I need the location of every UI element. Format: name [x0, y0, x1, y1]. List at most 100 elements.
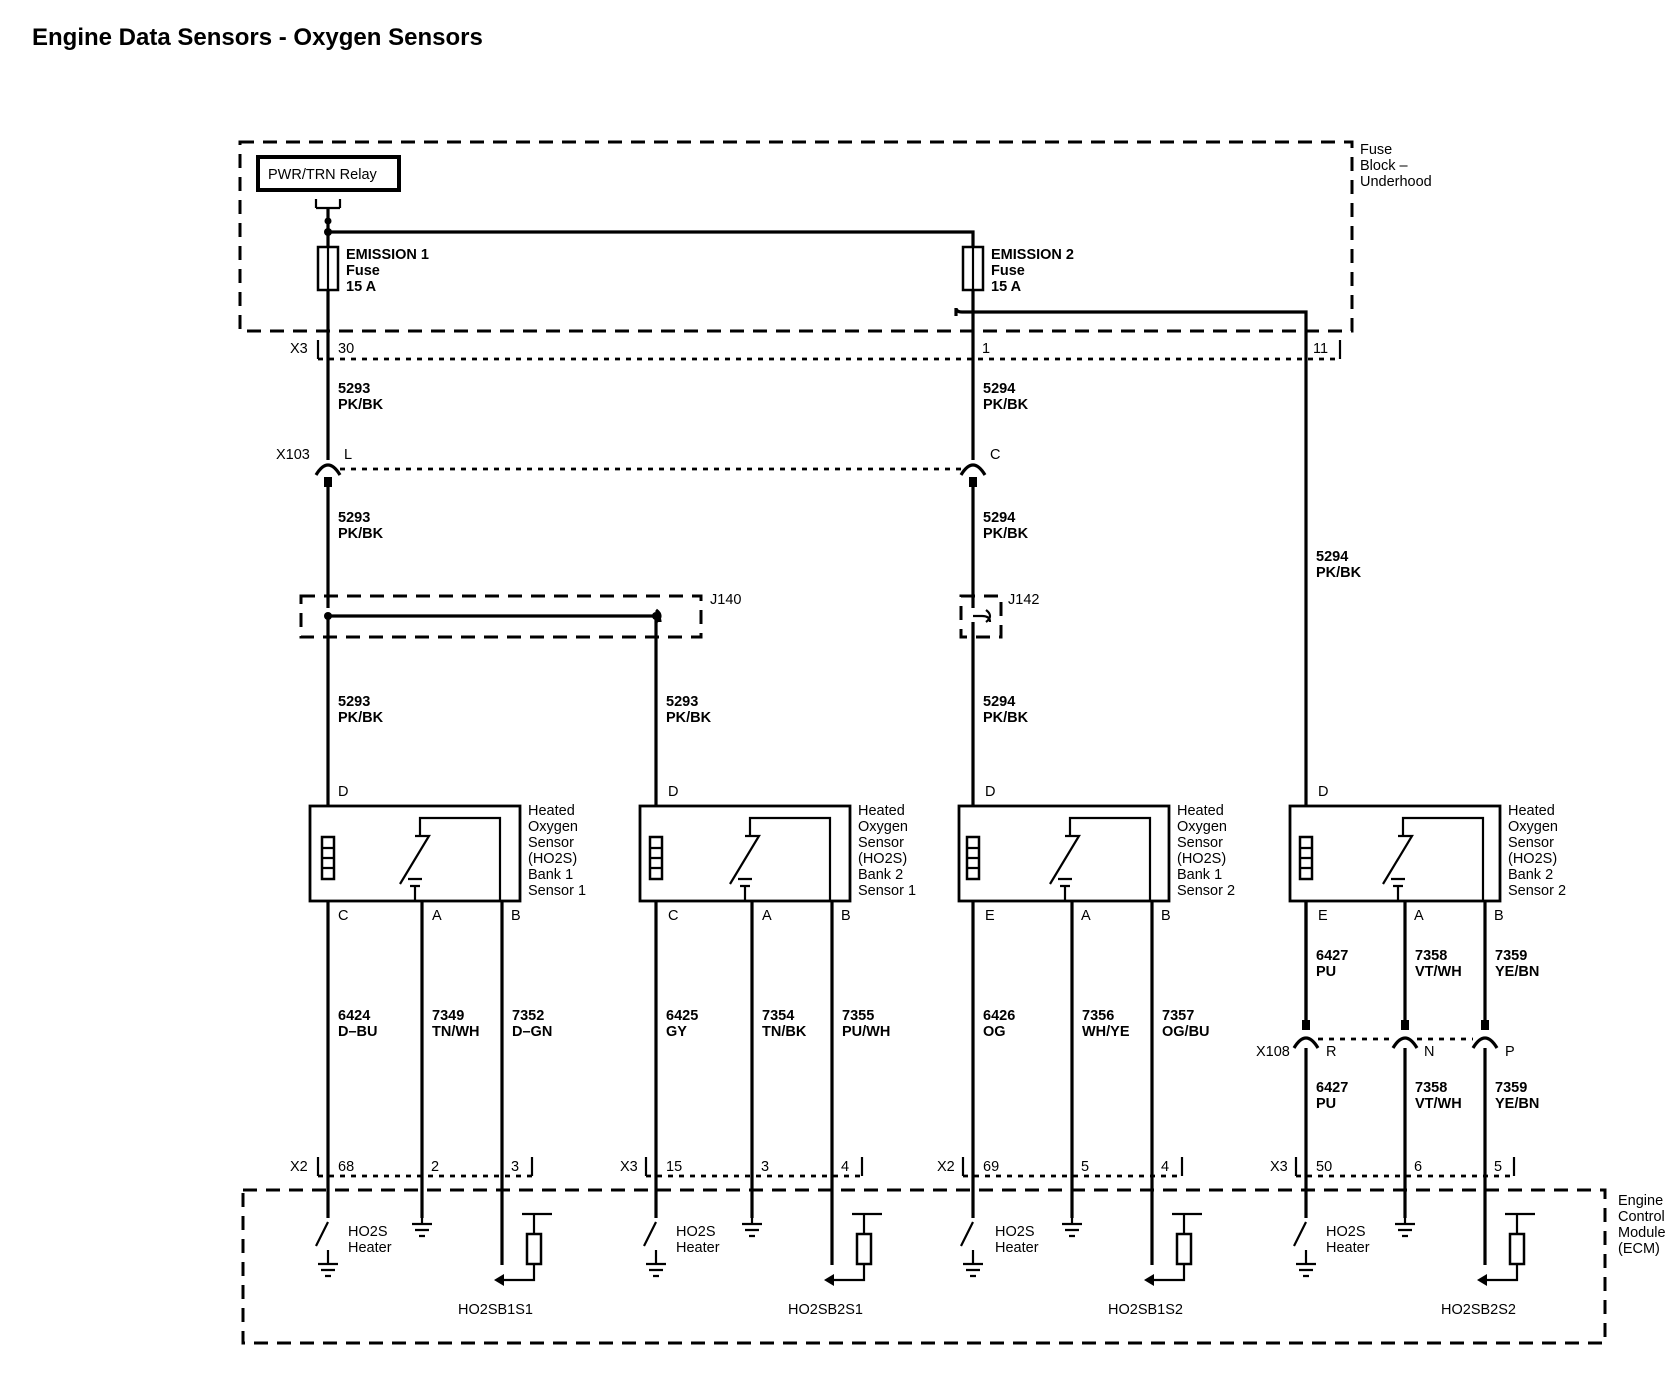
- fuse-block-underhood: Fuse Block – Underhood: [238, 140, 1432, 333]
- w7358-b-col: VT/WH: [1415, 1096, 1462, 1112]
- heater-4-label-1: HO2S: [1326, 1224, 1366, 1240]
- s3-pin-a: A: [1081, 908, 1091, 924]
- w7358-a-num: 7358: [1415, 948, 1447, 964]
- s2-label-1: Heated: [858, 803, 905, 819]
- emission-1-fuse: EMISSION 1 Fuse 15 A: [316, 245, 429, 295]
- w7359-a-col: YE/BN: [1495, 964, 1539, 980]
- x3-connector-top: X3 30 1 11: [290, 340, 1342, 361]
- s2-label-3: Sensor: [858, 835, 904, 851]
- ho2s-bank1-sensor1: D C A B Heated Oxygen Sensor (HO2S) Bank…: [308, 784, 586, 924]
- s4-label-1: Heated: [1508, 803, 1555, 819]
- fuse-1-rating: 15 A: [346, 279, 377, 295]
- s3-label-2: Oxygen: [1177, 819, 1227, 835]
- heater-3-label-2: Heater: [995, 1240, 1039, 1256]
- fuse-2-rating: 15 A: [991, 279, 1022, 295]
- w7359-a-num: 7359: [1495, 948, 1527, 964]
- w5293-a-num: 5293: [338, 381, 370, 397]
- w7356-num: 7356: [1082, 1008, 1114, 1024]
- heater-2-label-2: Heater: [676, 1240, 720, 1256]
- w7358-b-num: 7358: [1415, 1080, 1447, 1096]
- ecm-circuit-b1s1: HO2S Heater HO2SB1S1: [315, 1212, 552, 1318]
- w7349-num: 7349: [432, 1008, 464, 1024]
- ecm-g3-pin3: 4: [1161, 1159, 1169, 1175]
- w7355-col: PU/WH: [842, 1024, 890, 1040]
- fuse-block-label-3: Underhood: [1360, 174, 1432, 190]
- ecm-signal-2: HO2SB2S1: [788, 1302, 863, 1318]
- j142-label: J142: [1008, 592, 1039, 608]
- s3-pin-b: B: [1161, 908, 1171, 924]
- x108-pin-r: R: [1326, 1044, 1336, 1060]
- w5294-b-num: 5294: [983, 510, 1015, 526]
- ecm-label-3: Module: [1618, 1225, 1666, 1241]
- ho2s-bank1-sensor2: D E A B Heated Oxygen Sensor (HO2S) Bank…: [957, 784, 1235, 924]
- w5294-a-num: 5294: [983, 381, 1015, 397]
- fuse-block-label-2: Block –: [1360, 158, 1408, 174]
- ecm-g1-pin3: 3: [511, 1159, 519, 1175]
- x103-pin-l: L: [344, 447, 352, 463]
- s3-label-6: Sensor 2: [1177, 883, 1235, 899]
- s1-label-6: Sensor 1: [528, 883, 586, 899]
- x3-top-name: X3: [290, 341, 308, 357]
- w7358-a-col: VT/WH: [1415, 964, 1462, 980]
- w5293-c-col: PK/BK: [338, 710, 384, 726]
- heater-1-label-1: HO2S: [348, 1224, 388, 1240]
- w6425-num: 6425: [666, 1008, 698, 1024]
- emission-2-fuse: EMISSION 2 Fuse 15 A: [961, 245, 1074, 295]
- splice-j142: J142: [959, 592, 1039, 639]
- ecm-g2-pin1: 15: [666, 1159, 682, 1175]
- s2-pin-a: A: [762, 908, 772, 924]
- s1-pin-d: D: [338, 784, 348, 800]
- s1-pin-b: B: [511, 908, 521, 924]
- w7352-num: 7352: [512, 1008, 544, 1024]
- fuse-1-type: Fuse: [346, 263, 380, 279]
- s2-label-4: (HO2S): [858, 851, 907, 867]
- fuse-1-name: EMISSION 1: [346, 247, 429, 263]
- w6426-num: 6426: [983, 1008, 1015, 1024]
- ho2s-bank2-sensor1: D C A B Heated Oxygen Sensor (HO2S) Bank…: [638, 784, 916, 924]
- ecm-signal-1: HO2SB1S1: [458, 1302, 533, 1318]
- emission-2-branch-wire: [954, 307, 1308, 1030]
- w7357-num: 7357: [1162, 1008, 1194, 1024]
- heater-2-label-1: HO2S: [676, 1224, 716, 1240]
- ecm-g1-conn: X2: [290, 1159, 308, 1175]
- w7359-b-col: YE/BN: [1495, 1096, 1539, 1112]
- ecm-g1-pin1: 68: [338, 1159, 354, 1175]
- wire-labels-lower: 6424 D–BU 7349 TN/WH 7352 D–GN 6425 GY 7…: [338, 948, 1539, 1112]
- s2-label-6: Sensor 1: [858, 883, 916, 899]
- w7355-num: 7355: [842, 1008, 874, 1024]
- s4-pin-heater: E: [1318, 908, 1328, 924]
- w5293-b-col: PK/BK: [338, 526, 384, 542]
- s4-label-5: Bank 2: [1508, 867, 1553, 883]
- s4-pin-a: A: [1414, 908, 1424, 924]
- w6427-b-num: 6427: [1316, 1080, 1348, 1096]
- ecm-circuit-b2s2: HO2S Heater HO2SB2S2: [1293, 1212, 1535, 1318]
- pwr-trn-relay: PWR/TRN Relay: [256, 155, 401, 225]
- w7354-col: TN/BK: [762, 1024, 807, 1040]
- w7354-num: 7354: [762, 1008, 794, 1024]
- fuse-2-type: Fuse: [991, 263, 1025, 279]
- s3-label-1: Heated: [1177, 803, 1224, 819]
- ecm-circuit-b1s2: HO2S Heater HO2SB1S2: [960, 1212, 1202, 1318]
- heater-3-label-1: HO2S: [995, 1224, 1035, 1240]
- s3-pin-d: D: [985, 784, 995, 800]
- w7349-col: TN/WH: [432, 1024, 480, 1040]
- s3-label-3: Sensor: [1177, 835, 1223, 851]
- ecm-g2-conn: X3: [620, 1159, 638, 1175]
- w5294-d-num: 5294: [983, 694, 1015, 710]
- heater-4-label-2: Heater: [1326, 1240, 1370, 1256]
- w5294-c-col: PK/BK: [1316, 565, 1362, 581]
- ecm-g4-conn: X3: [1270, 1159, 1288, 1175]
- ecm-g3-conn: X2: [937, 1159, 955, 1175]
- x103-name: X103: [276, 447, 310, 463]
- w5293-c-num: 5293: [338, 694, 370, 710]
- w5294-a-col: PK/BK: [983, 397, 1029, 413]
- s1-pin-heater: C: [338, 908, 348, 924]
- x108-name: X108: [1256, 1044, 1290, 1060]
- w5293-d-col: PK/BK: [666, 710, 712, 726]
- w5293-a-col: PK/BK: [338, 397, 384, 413]
- s3-label-4: (HO2S): [1177, 851, 1226, 867]
- ecm-label-2: Control: [1618, 1209, 1665, 1225]
- ecm-g2-pin3: 4: [841, 1159, 849, 1175]
- w5293-b-num: 5293: [338, 510, 370, 526]
